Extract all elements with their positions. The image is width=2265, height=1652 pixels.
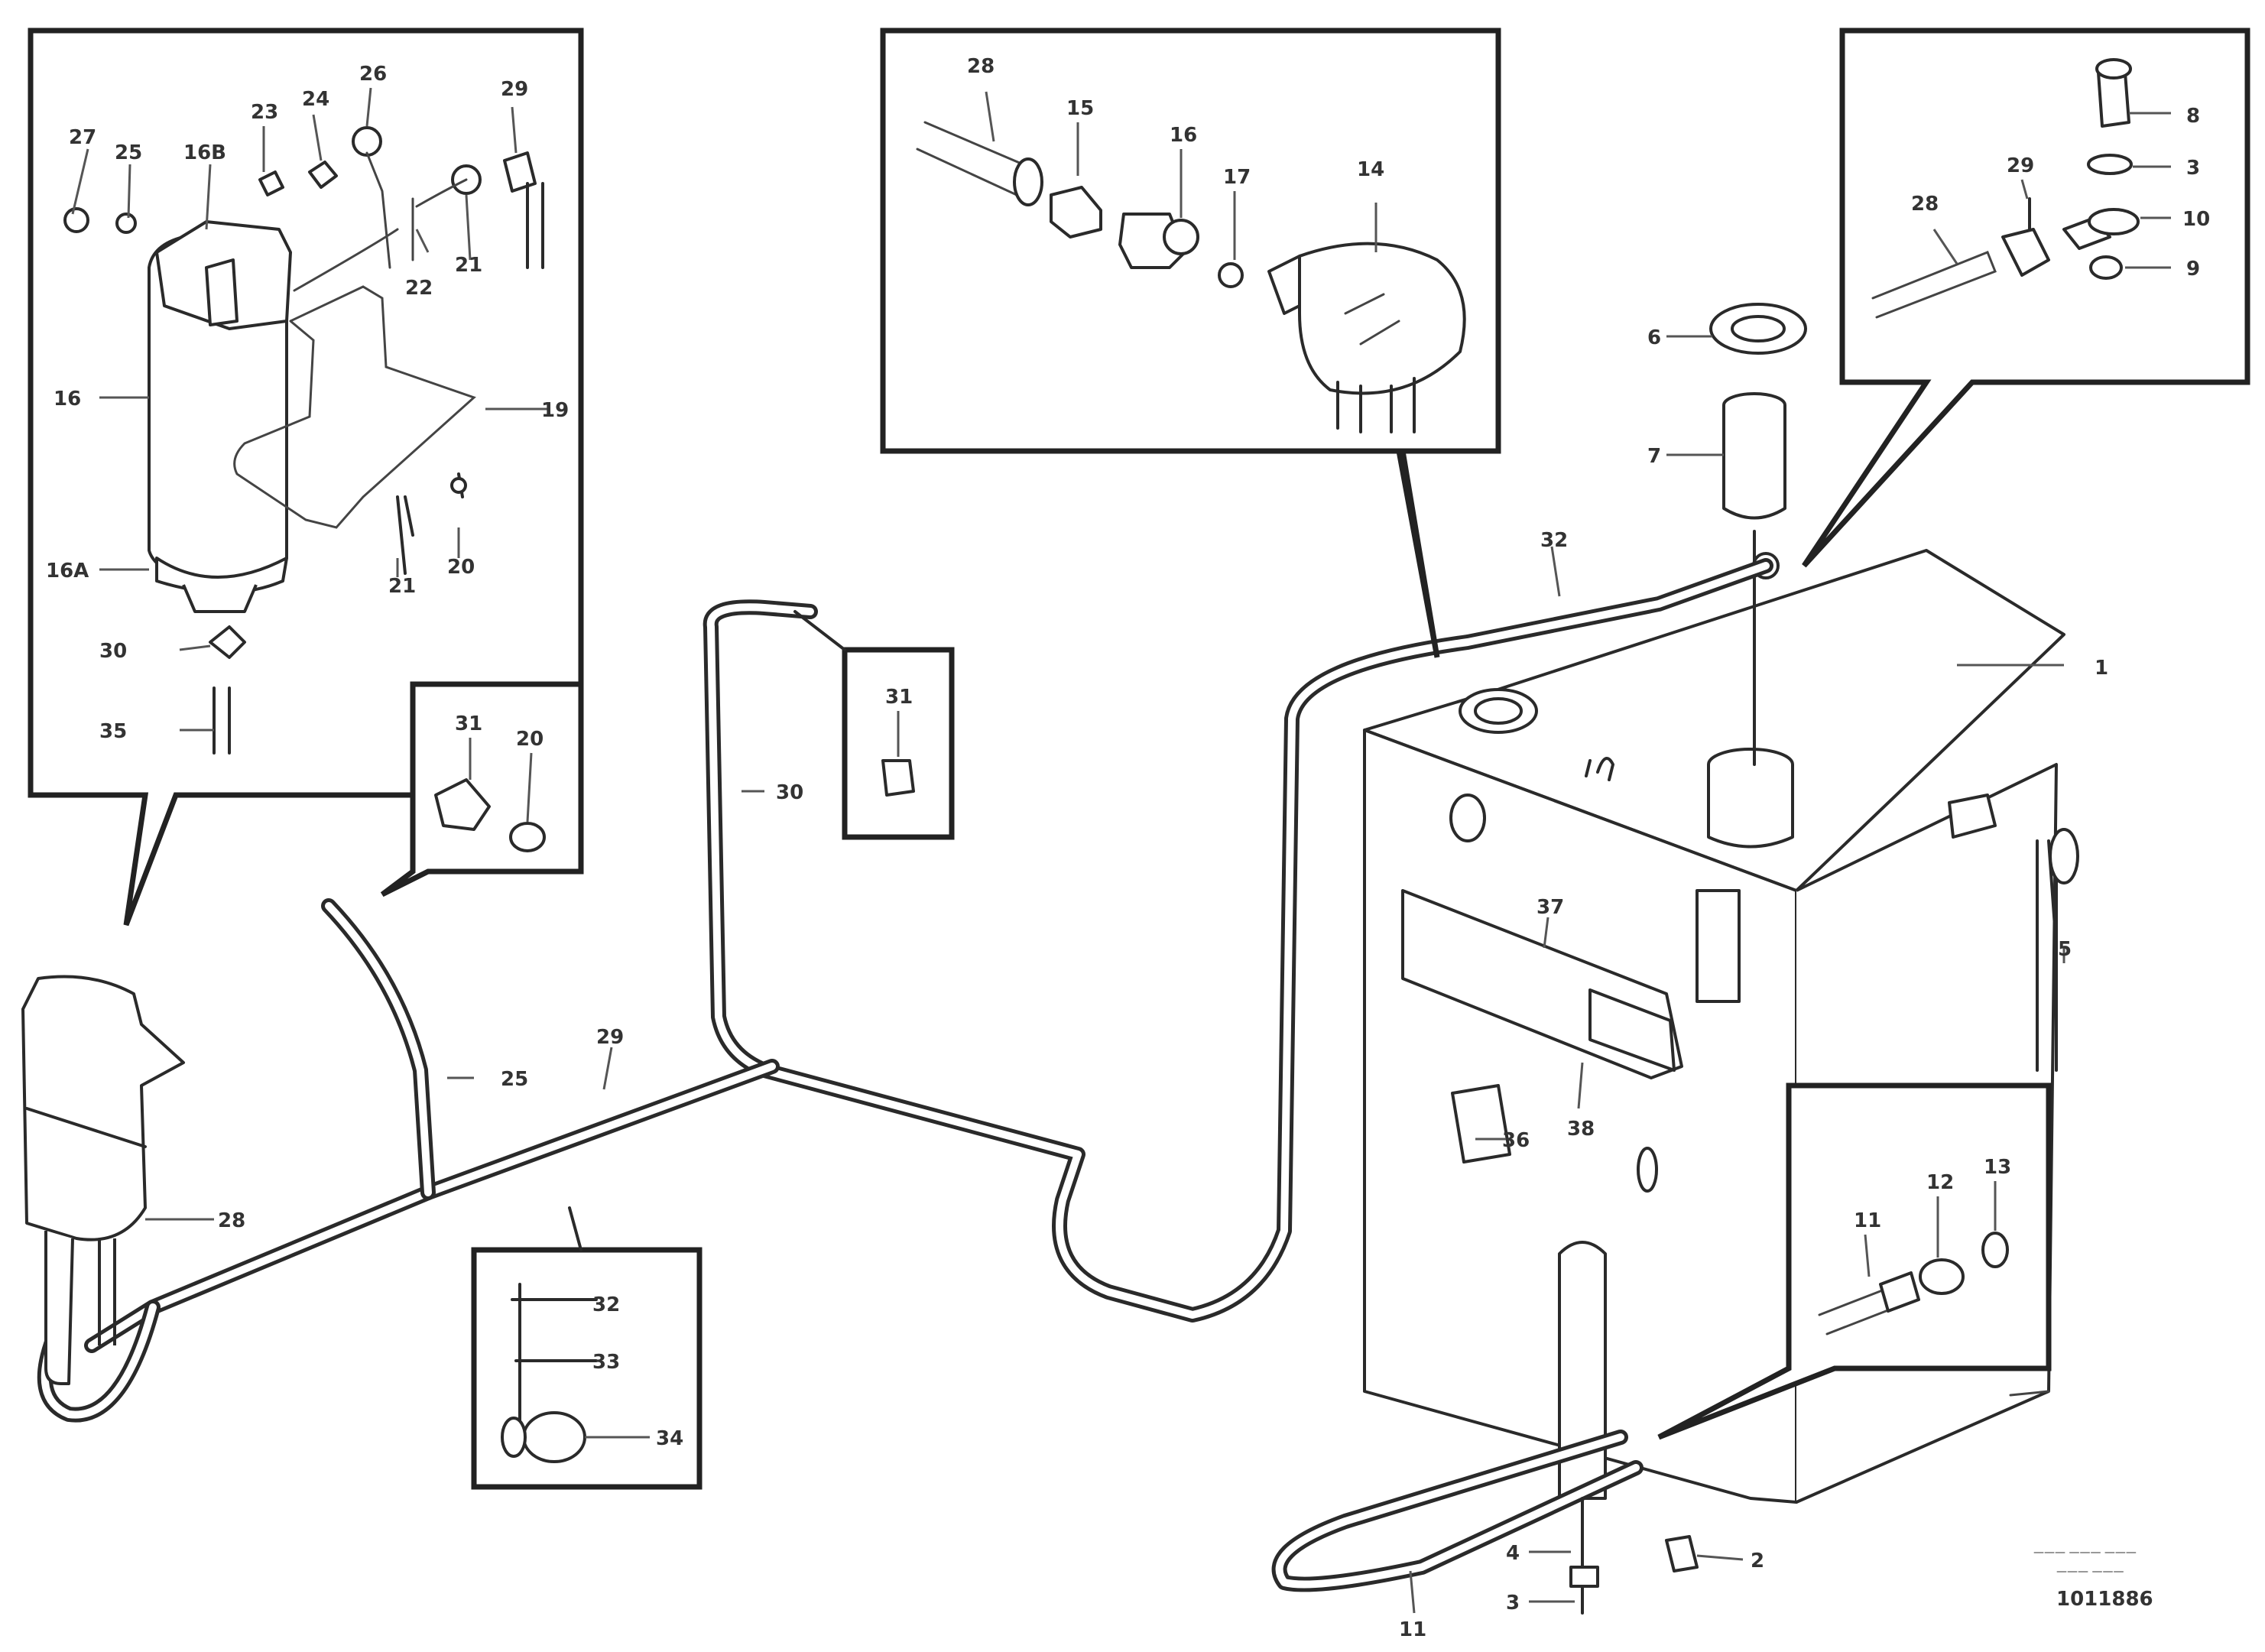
label-8: 8 [2186, 105, 2200, 128]
label-28-filter: 28 [218, 1209, 245, 1232]
filler-stack [1709, 303, 1807, 766]
label-25a: 25 [115, 141, 142, 164]
label-23: 23 [251, 101, 278, 124]
label-16b: 16B [183, 141, 226, 164]
label-7: 7 [1647, 445, 1661, 468]
label-19: 19 [541, 399, 569, 422]
label-11-right: 11 [1854, 1209, 1881, 1232]
label-34: 34 [656, 1427, 683, 1450]
label-32-bolt: 32 [592, 1293, 620, 1316]
filter-unit-lower-left [21, 975, 185, 1385]
footer-line-2: ——— ——— [2056, 1566, 2124, 1578]
label-38: 38 [1567, 1118, 1595, 1141]
detail-box-clip [793, 610, 955, 840]
label-2: 2 [1751, 1550, 1764, 1572]
label-11-bottom: 11 [1399, 1618, 1426, 1641]
label-29-hose: 29 [596, 1026, 624, 1049]
label-9: 9 [2186, 258, 2200, 281]
label-28-right: 28 [1911, 193, 1939, 216]
label-21: 21 [455, 254, 482, 277]
main-view-leaders [145, 335, 2065, 1221]
detail-box-connector [1657, 1082, 2052, 1440]
label-5: 5 [2058, 938, 2072, 961]
label-3-top: 3 [2186, 157, 2200, 180]
detail-box-bolt [471, 1206, 703, 1490]
bottom-hardware [1409, 1497, 1744, 1615]
label-36: 36 [1502, 1129, 1530, 1152]
label-33: 33 [592, 1351, 620, 1374]
label-15: 15 [1066, 97, 1094, 120]
detail-box-sensor [880, 28, 1501, 658]
footer-line-1: ——— ——— ——— [2033, 1547, 2137, 1559]
detail-box-clamp [380, 681, 584, 897]
label-14: 14 [1357, 158, 1384, 181]
label-37: 37 [1537, 896, 1564, 919]
label-1: 1 [2095, 657, 2108, 680]
label-35: 35 [99, 720, 127, 743]
label-30: 30 [99, 640, 127, 663]
label-16-top: 16 [1170, 124, 1197, 147]
label-28-top: 28 [967, 55, 995, 78]
label-20-clamp: 20 [516, 728, 544, 751]
detail-box-fitting [1802, 28, 2250, 568]
label-6: 6 [1647, 326, 1661, 349]
label-13: 13 [1984, 1156, 2011, 1179]
label-20: 20 [447, 556, 475, 579]
drawing-reference: ——— ——— ——— ——— ——— 1011886 [2033, 1547, 2153, 1611]
label-27a: 27 [69, 126, 96, 149]
label-16a: 16A [46, 560, 89, 583]
label-26: 26 [359, 63, 387, 86]
label-4: 4 [1506, 1542, 1520, 1565]
label-31-clip: 31 [885, 686, 913, 709]
hose-routing [37, 558, 1773, 1592]
label-17: 17 [1223, 166, 1251, 189]
label-21b: 21 [388, 575, 416, 598]
label-32-tank: 32 [1540, 529, 1568, 552]
label-3-bottom: 3 [1506, 1592, 1520, 1615]
label-12: 12 [1926, 1171, 1954, 1194]
label-29: 29 [501, 78, 528, 101]
label-30-mid: 30 [776, 781, 803, 804]
label-22: 22 [405, 277, 433, 300]
label-10: 10 [2182, 208, 2210, 231]
drawing-code: 1011886 [2056, 1588, 2153, 1611]
part-labels: 27 25 16B 23 24 26 29 22 21 16 19 16A 21… [46, 55, 2210, 1641]
label-25-hose: 25 [501, 1068, 528, 1091]
label-29-right: 29 [2007, 154, 2034, 177]
label-24: 24 [302, 88, 329, 111]
label-31-clamp: 31 [455, 712, 482, 735]
label-16: 16 [54, 388, 81, 411]
